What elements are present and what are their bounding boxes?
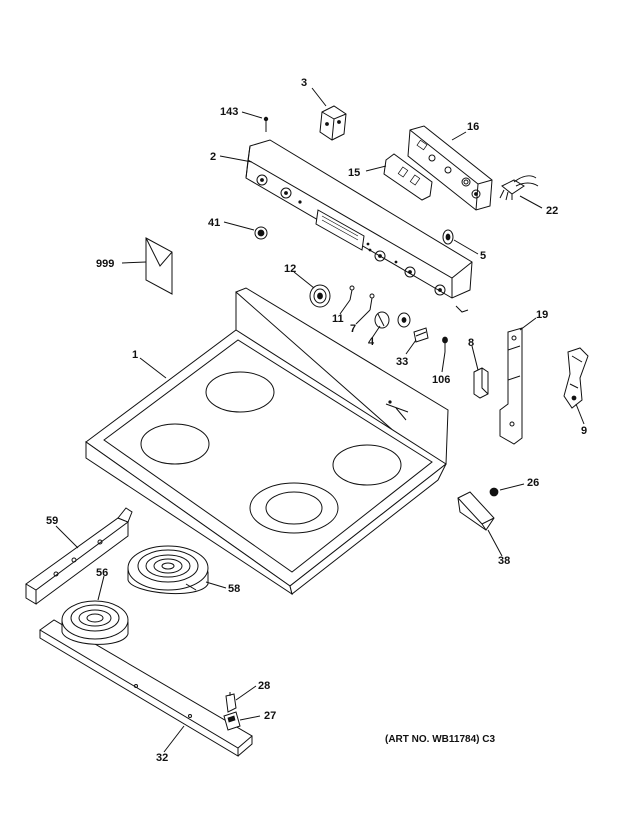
part-22-harness	[499, 175, 539, 201]
label-4: 4	[368, 336, 375, 348]
label-28: 28	[258, 680, 270, 692]
part-3-bracket	[319, 105, 347, 141]
part-28-receptacle	[225, 692, 237, 713]
part-26-grommet	[489, 487, 499, 497]
label-7: 7	[350, 323, 356, 335]
label-58: 58	[228, 583, 240, 595]
part-33-clip	[413, 327, 429, 343]
label-16: 16	[467, 121, 479, 133]
part-8-bracket	[473, 367, 489, 399]
part-143-screw	[263, 116, 269, 132]
callout-labels: 3 143 2 15 16 22 41 5 999 12 11 7 4 33 1…	[46, 77, 587, 764]
part-27-terminal	[223, 711, 241, 731]
label-3: 3	[301, 77, 307, 89]
label-33: 33	[396, 356, 408, 368]
part-32-burner-box	[39, 619, 253, 757]
part-9-hinge	[563, 347, 589, 409]
part-15-plate	[383, 153, 433, 201]
part-5-knob	[442, 229, 454, 245]
label-41: 41	[208, 217, 220, 229]
part-999-literature	[145, 237, 173, 295]
label-27: 27	[264, 710, 276, 722]
part-59-channel	[25, 507, 133, 605]
leader-lines	[55, 87, 585, 753]
label-9: 9	[581, 425, 587, 437]
label-12: 12	[284, 263, 296, 275]
part-4-knob	[374, 311, 411, 329]
label-38: 38	[498, 555, 510, 567]
label-143: 143	[220, 106, 238, 118]
part-56-surface-element	[61, 600, 129, 645]
label-999: 999	[96, 258, 114, 270]
part-11-pin	[349, 285, 355, 301]
label-8: 8	[468, 337, 474, 349]
part-2-backsplash	[245, 139, 473, 313]
label-19: 19	[536, 309, 548, 321]
part-41-knob	[254, 226, 268, 240]
part-12-knob	[309, 284, 331, 308]
label-22: 22	[546, 205, 558, 217]
label-11: 11	[332, 313, 344, 325]
part-7-pin	[369, 293, 375, 311]
part-38-tray	[457, 491, 495, 531]
art-number-note: (ART NO. WB11784) C3	[385, 734, 496, 745]
label-5: 5	[480, 250, 486, 262]
part-16-control-board	[407, 125, 493, 211]
part-19-side-bracket	[499, 327, 523, 445]
label-56: 56	[96, 567, 108, 579]
label-26: 26	[527, 477, 539, 489]
label-2: 2	[210, 151, 216, 163]
label-106: 106	[432, 374, 450, 386]
part-1-cooktop	[85, 287, 449, 596]
label-15: 15	[348, 167, 360, 179]
label-59: 59	[46, 515, 58, 527]
part-106-screw	[442, 336, 448, 352]
label-32: 32	[156, 752, 168, 764]
label-1: 1	[132, 349, 138, 361]
part-58-surface-element	[127, 545, 209, 594]
